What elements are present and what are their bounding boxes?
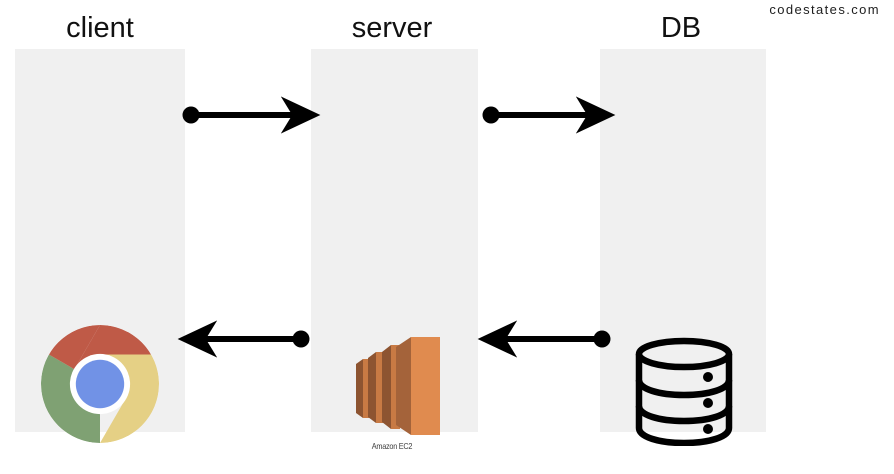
arrow-server-to-db-request [482,96,616,134]
arrow-server-to-client-response [177,320,310,358]
watermark-label: codestates.com [769,2,880,17]
lane-label-server: server [351,12,433,44]
database-icon [634,336,734,451]
amazon-ec2-icon [336,332,448,449]
lane-label-db: DB [660,12,702,44]
arrow-client-to-server-request [182,96,321,134]
arrow-db-to-server-response [477,320,611,358]
chrome-icon [41,325,159,443]
amazon-ec2-caption: Amazon EC2 [371,441,413,451]
lane-label-client: client [66,12,134,44]
